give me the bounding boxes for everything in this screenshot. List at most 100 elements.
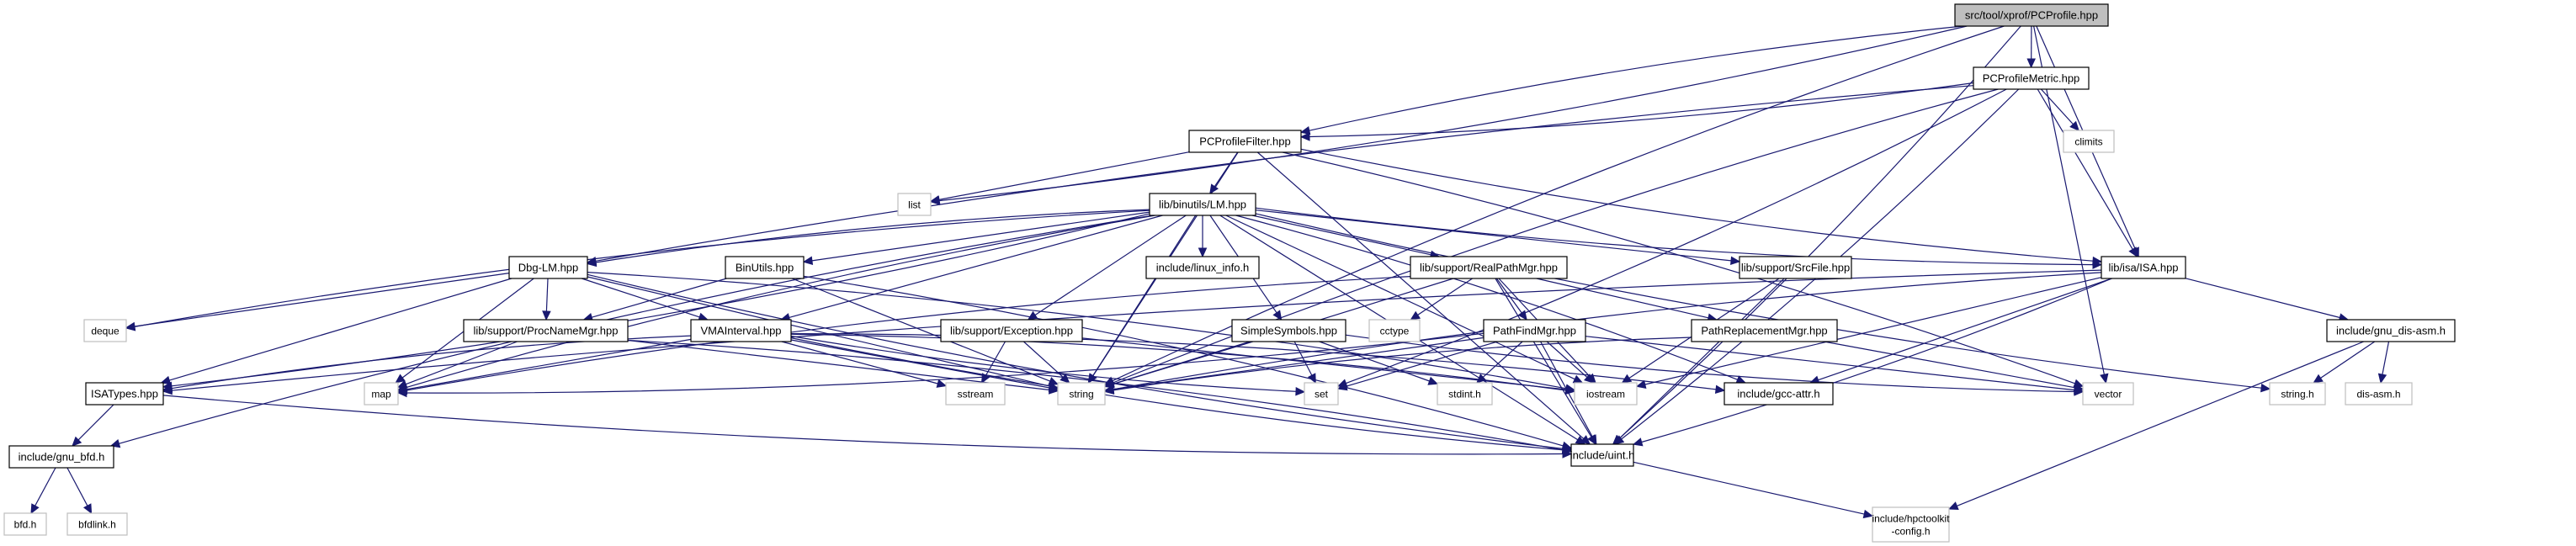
arrowhead-icon (2069, 120, 2079, 131)
node-label: -config.h (1891, 526, 1930, 538)
node-label: string.h (2281, 389, 2313, 400)
node-pcprofilefilter[interactable]: PCProfileFilter.hpp (1188, 130, 1302, 153)
edge-line (582, 278, 700, 318)
node-dbglm[interactable]: Dbg-LM.hpp (508, 256, 588, 279)
node-label: lib/binutils/LM.hpp (1159, 199, 1246, 211)
edge-line (803, 275, 1564, 447)
arrowhead-icon (2092, 260, 2103, 269)
node-box (940, 319, 1083, 342)
edge-line (592, 278, 727, 318)
node-linuxinfo[interactable]: include/linux_info.h (1145, 256, 1260, 279)
node-simplesymbols[interactable]: SimpleSymbols.hpp (1231, 319, 1346, 342)
arrowhead-icon (1103, 385, 1115, 395)
edge-line (2320, 341, 2376, 379)
arrowhead-icon (980, 373, 991, 384)
arrowhead-icon (1517, 310, 1527, 321)
edge-line (1536, 278, 1709, 319)
node-box (364, 382, 399, 406)
edge-line (66, 467, 88, 506)
node-box (1574, 382, 1638, 406)
arrowhead-icon (162, 384, 173, 393)
arrowhead-icon (1562, 449, 1573, 459)
edge-lm-to-gccattr (1235, 215, 1747, 384)
node-set: set (1304, 382, 1339, 406)
arrowhead-icon (586, 257, 598, 268)
edge-simplesymbols-to-stdint (1319, 341, 1439, 385)
edge-isa-to-gnudisasm (2185, 278, 2350, 322)
node-box (1304, 382, 1339, 406)
arrowhead-icon (1410, 310, 1421, 321)
node-gnudisasm[interactable]: include/gnu_dis-asm.h (2326, 319, 2456, 342)
node-exception[interactable]: lib/support/Exception.hpp (940, 319, 1083, 342)
edge-pcprofilemetric-to-climits (2040, 88, 2079, 131)
edge-pcprofile-to-pcprofilefilter (1299, 25, 1964, 135)
edge-pcprofilemetric-to-dbglm (586, 85, 1974, 266)
arrowhead-icon (1299, 125, 1311, 135)
node-procnamemgr[interactable]: lib/support/ProcNameMgr.hpp (463, 319, 629, 342)
arrowhead-icon (1612, 434, 1623, 445)
arrowhead-icon (1060, 374, 1070, 384)
node-pathreplacementmgr[interactable]: PathReplacementMgr.hpp (1691, 319, 1838, 342)
edge-line (1282, 151, 2075, 384)
edge-line (1495, 278, 1592, 437)
arrowhead-icon (125, 321, 136, 331)
arrowhead-icon (1947, 501, 1959, 511)
node-binutils[interactable]: BinUtils.hpp (725, 256, 805, 279)
arrowhead-icon (1632, 437, 1644, 447)
edge-realpathmgr-to-cctype (1410, 278, 1473, 321)
node-lm[interactable]: lib/binutils/LM.hpp (1149, 193, 1256, 216)
node-pathfindmgr[interactable]: PathFindMgr.hpp (1483, 319, 1586, 342)
edge-isa-to-iostream (1635, 277, 2102, 390)
edge-line (1957, 341, 2365, 506)
edge-line (134, 273, 510, 327)
node-pcprofilemetric[interactable]: PCProfileMetric.hpp (1973, 66, 2090, 90)
node-bfdlink: bfdlink.h (66, 512, 128, 536)
node-gnubfd[interactable]: include/gnu_bfd.h (8, 445, 114, 469)
node-realpathmgr[interactable]: lib/support/RealPathMgr.hpp (1410, 256, 1568, 279)
arrowhead-icon (936, 379, 948, 388)
node-box (897, 193, 932, 216)
edge-line (1081, 337, 1567, 390)
edge-line (169, 278, 513, 381)
edge-line (1300, 148, 2094, 262)
edge-line (1482, 341, 1523, 378)
node-box (3, 512, 47, 536)
edge-gnubfd-to-bfd (30, 467, 56, 515)
edge-isa-to-gccattr (1809, 278, 2112, 384)
node-label: lib/isa/ISA.hpp (2108, 262, 2178, 274)
node-label: deque (91, 326, 120, 337)
edge-line (1255, 209, 1732, 262)
arrowhead-icon (1635, 379, 1647, 390)
edge-lm-to-map (396, 215, 1155, 392)
edge-vmainterval-to-gccattr (790, 333, 1726, 395)
arrowhead-icon (2026, 58, 2036, 69)
edge-exception-to-sstream (980, 341, 1006, 384)
edge-line (1113, 337, 1485, 390)
node-uint[interactable]: include/uint.h (1570, 443, 1635, 467)
edge-line (1633, 461, 1865, 515)
node-gccattr[interactable]: include/gcc-attr.h (1724, 382, 1834, 406)
node-pcprofile[interactable]: src/tool/xprof/PCProfile.hpp (1954, 3, 2109, 27)
node-box (1188, 130, 1302, 153)
arrowhead-icon (1572, 374, 1584, 384)
node-srcfile[interactable]: lib/support/SrcFile.hpp (1739, 256, 1852, 279)
node-cctype: cctype (1368, 319, 1421, 342)
node-label: string (1069, 389, 1093, 400)
edge-pcprofilefilter-to-vector (1282, 151, 2085, 388)
arrowhead-icon (929, 195, 941, 204)
node-map: map (364, 382, 399, 406)
arrowhead-icon (1730, 256, 1741, 266)
node-label: lib/support/ProcNameMgr.hpp (474, 325, 619, 337)
arrowhead-icon (1475, 374, 1487, 384)
node-isa[interactable]: lib/isa/ISA.hpp (2101, 256, 2186, 279)
edge-isatypes-to-uint (162, 395, 1573, 459)
edge-line (1585, 336, 2075, 391)
node-vmainterval[interactable]: VMAInterval.hpp (690, 319, 792, 342)
node-label: stdint.h (1448, 389, 1481, 400)
node-label: lib/support/Exception.hpp (950, 325, 1073, 337)
edge-line (1022, 341, 1064, 378)
node-isatypes[interactable]: ISATypes.hpp (85, 382, 164, 406)
edge-pcprofilemetric-to-isa (2037, 88, 2138, 258)
arrowhead-icon (1588, 434, 1597, 446)
edge-line (406, 215, 1155, 389)
